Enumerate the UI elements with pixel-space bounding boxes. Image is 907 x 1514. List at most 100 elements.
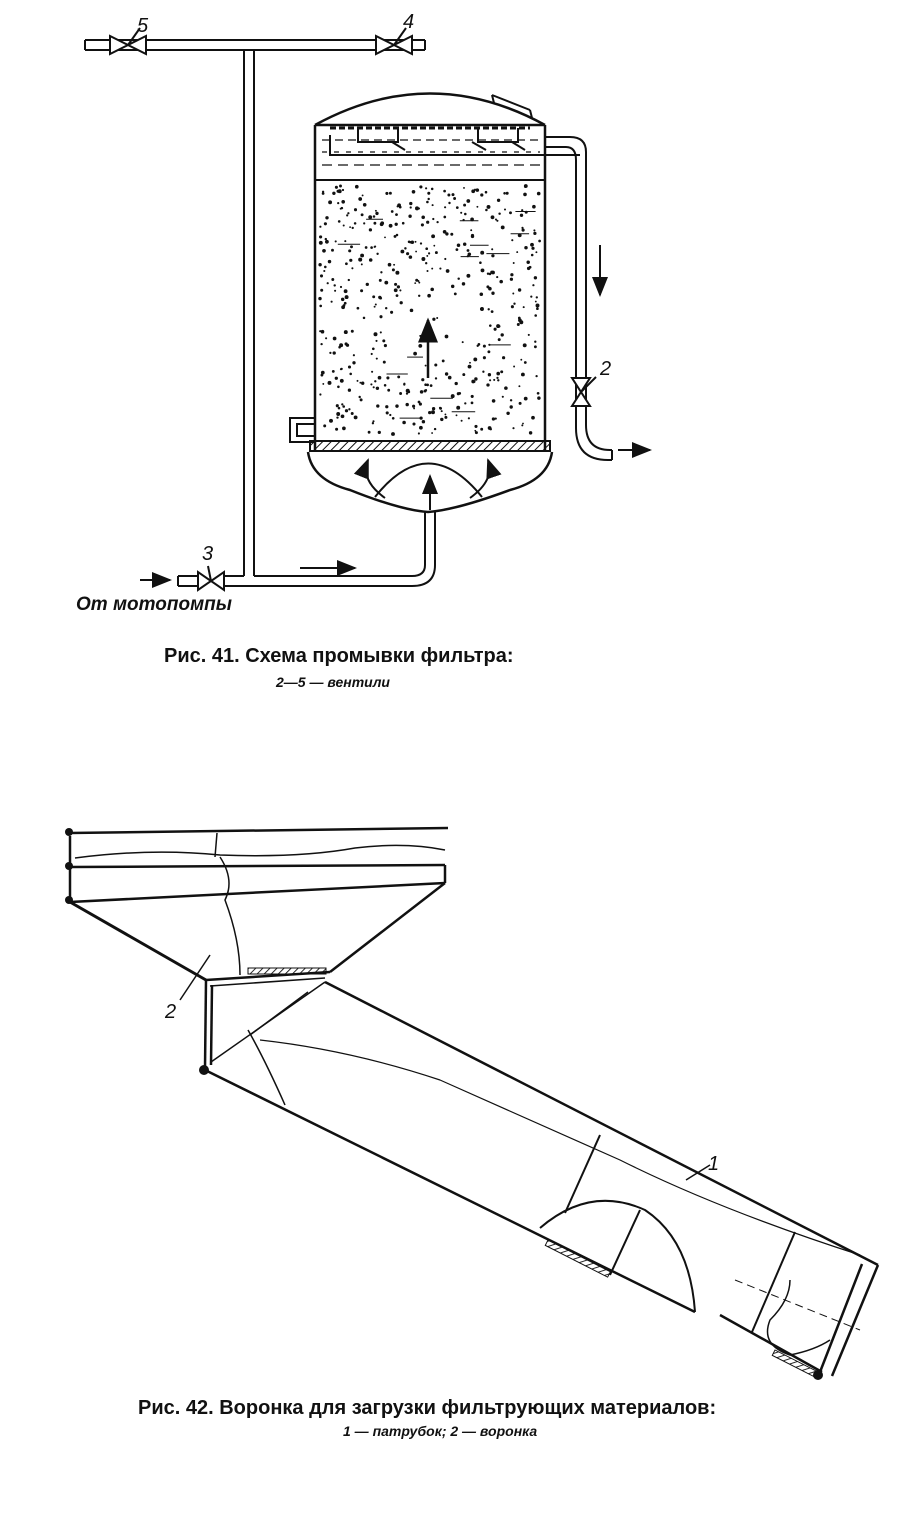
media-grain: [384, 306, 388, 310]
media-grain: [408, 214, 412, 218]
media-grain: [425, 247, 429, 251]
inlet-arrows: [140, 560, 357, 588]
media-grain: [364, 246, 368, 249]
media-grain: [339, 285, 343, 289]
media-grain: [343, 301, 347, 305]
figure-41-filter-flushing-diagram: 5 4 2 3 От мотопомпы Рис. 41. Схема пром…: [0, 0, 907, 700]
media-grain: [464, 212, 467, 216]
media-grain: [528, 431, 533, 435]
media-grain: [372, 295, 376, 299]
media-grain: [340, 367, 343, 371]
media-grain: [323, 424, 327, 428]
media-grain: [409, 201, 413, 206]
media-grain: [370, 246, 373, 249]
media-grain: [453, 292, 457, 296]
media-grain: [337, 220, 341, 223]
media-grain: [360, 253, 365, 258]
media-grain: [536, 307, 539, 311]
media-grain: [378, 278, 382, 282]
media-grain: [496, 371, 501, 376]
media-grain: [531, 415, 535, 420]
media-grain: [419, 242, 423, 245]
media-grain: [474, 431, 478, 435]
media-grain: [479, 292, 484, 296]
media-grain: [456, 243, 461, 248]
filter-media: [318, 184, 541, 436]
media-grain: [401, 221, 405, 225]
media-grain: [521, 209, 524, 212]
media-grain: [415, 250, 418, 253]
media-grain: [513, 302, 516, 305]
media-grain: [406, 252, 410, 256]
media-grain: [499, 279, 503, 284]
media-grain: [371, 370, 374, 373]
media-grain: [323, 269, 326, 273]
filter-flushing-drawing: 5 4 2 3 От мотопомпы: [76, 11, 652, 615]
media-grain: [405, 392, 409, 395]
media-grain: [411, 189, 416, 194]
media-grain: [334, 185, 338, 189]
media-grain: [455, 206, 459, 209]
media-grain: [427, 252, 431, 255]
media-grain: [386, 376, 390, 380]
media-grain: [334, 289, 337, 292]
media-grain: [321, 192, 325, 195]
media-grain: [426, 254, 429, 257]
media-grain: [341, 305, 345, 310]
media-grain: [373, 221, 377, 225]
rim-bolt-bottom: [65, 896, 73, 904]
media-grain: [368, 258, 373, 262]
media-grain: [360, 213, 364, 217]
media-grain: [536, 391, 540, 395]
side-nozzle: [289, 417, 315, 443]
media-grain: [356, 379, 359, 382]
media-grain: [390, 310, 394, 314]
media-grain: [384, 280, 389, 285]
media-grain: [455, 414, 458, 417]
media-grain: [320, 342, 323, 346]
media-grain: [469, 361, 471, 364]
media-grain: [399, 289, 402, 292]
media-grain: [325, 337, 328, 340]
media-grain: [450, 394, 455, 399]
label-valve-5: 5: [137, 15, 149, 37]
wash-troughs: [329, 126, 580, 156]
media-grain: [374, 303, 377, 306]
media-grain: [375, 386, 380, 391]
media-grain: [351, 267, 354, 270]
media-grain: [463, 186, 465, 189]
media-grain: [388, 223, 393, 228]
media-grain: [408, 255, 413, 259]
media-grain: [350, 245, 353, 249]
media-grain: [450, 232, 454, 236]
label-valve-4: 4: [403, 11, 414, 33]
media-grain: [339, 207, 342, 210]
media-grain: [358, 197, 363, 201]
media-grain: [354, 184, 359, 189]
media-grain: [412, 422, 416, 426]
media-grain: [444, 415, 448, 419]
media-grain: [318, 296, 322, 301]
media-grain: [372, 386, 375, 389]
media-grain: [523, 184, 528, 188]
media-grain: [344, 295, 349, 300]
media-grain: [318, 263, 322, 267]
media-grain: [397, 375, 401, 379]
media-grain: [338, 345, 341, 349]
media-grain: [329, 351, 332, 355]
media-grain: [393, 234, 397, 238]
media-grain: [341, 188, 345, 192]
media-grain: [462, 373, 466, 377]
media-grain: [320, 370, 325, 375]
media-grain: [334, 240, 337, 243]
media-grain: [480, 427, 484, 431]
media-grain: [522, 306, 525, 309]
media-grain: [403, 383, 406, 386]
coupling-bolt: [813, 1370, 823, 1380]
media-grain: [480, 307, 484, 311]
media-grain: [516, 323, 520, 326]
media-grain: [523, 361, 527, 364]
leader-line-1: [685, 1164, 711, 1181]
media-grain: [358, 395, 361, 399]
media-grain: [467, 364, 472, 369]
